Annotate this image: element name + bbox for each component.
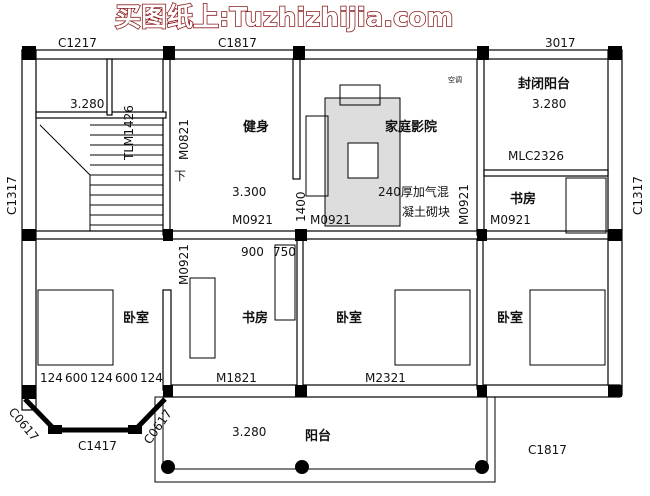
watermark: 买图纸上:Tuzhizhijia.com xyxy=(115,2,454,33)
room-fitness: 健身 xyxy=(243,119,269,135)
window-c1817-bottom: C1817 xyxy=(528,443,567,457)
door-mlc2326: MLC2326 xyxy=(508,149,564,163)
bay-window xyxy=(23,397,167,434)
room-study-left: 书房 xyxy=(242,310,268,326)
elevation-closed-balcony: 3.280 xyxy=(532,97,566,111)
door-m0921-d: M0921 xyxy=(490,213,531,227)
door-m1821: M1821 xyxy=(216,371,257,385)
elevation-fitness: 3.300 xyxy=(232,185,266,199)
dim-1400: 1400 xyxy=(294,191,308,222)
window-c1317-left: C1317 xyxy=(5,176,19,215)
columns xyxy=(22,46,622,399)
balcony-outline xyxy=(154,396,496,483)
dim-600-a: 600 xyxy=(65,371,88,385)
dim-124-a: 124 xyxy=(40,371,63,385)
wall-note-line1: 240厚加气混 xyxy=(378,184,449,199)
door-m0821: M0821 xyxy=(177,119,191,160)
dim-124-b: 124 xyxy=(90,371,113,385)
dim-750: 750 xyxy=(273,245,296,259)
ac-label: 空调 xyxy=(448,75,462,84)
dim-124-c: 124 xyxy=(140,371,163,385)
door-tlm1426: TLM1426 xyxy=(122,105,136,161)
window-c1817-top: C1817 xyxy=(218,36,257,50)
dim-900: 900 xyxy=(241,245,264,259)
furniture xyxy=(37,84,607,366)
room-closed-balcony: 封闭阳台 xyxy=(518,76,570,92)
room-bedroom-left: 卧室 xyxy=(123,310,149,326)
door-m0921-a: M0921 xyxy=(232,213,273,227)
window-c1417: C1417 xyxy=(78,439,117,453)
door-m0921-c: M0921 xyxy=(457,184,471,225)
elevation-balcony: 3.280 xyxy=(232,425,266,439)
stair-down-label: 下 xyxy=(174,169,186,183)
window-c1317-right: C1317 xyxy=(631,176,645,215)
room-study-right: 书房 xyxy=(510,191,536,207)
window-c1217: C1217 xyxy=(58,36,97,50)
door-m2321: M2321 xyxy=(365,371,406,385)
window-c0617-right: C0617 xyxy=(141,407,175,447)
room-balcony: 阳台 xyxy=(305,428,331,444)
elevation-bath: 3.280 xyxy=(70,97,104,111)
dim-600-b: 600 xyxy=(115,371,138,385)
window-c3017: 3017 xyxy=(545,36,576,50)
door-m0921-b: M0921 xyxy=(310,213,351,227)
room-bedroom-mid: 卧室 xyxy=(336,310,362,326)
door-m0921-e: M0921 xyxy=(177,244,191,285)
wall-note-line2: 凝土砌块 xyxy=(402,204,450,219)
room-home-theater: 家庭影院 xyxy=(385,119,437,135)
staircase xyxy=(35,117,164,232)
room-bedroom-right: 卧室 xyxy=(497,310,523,326)
